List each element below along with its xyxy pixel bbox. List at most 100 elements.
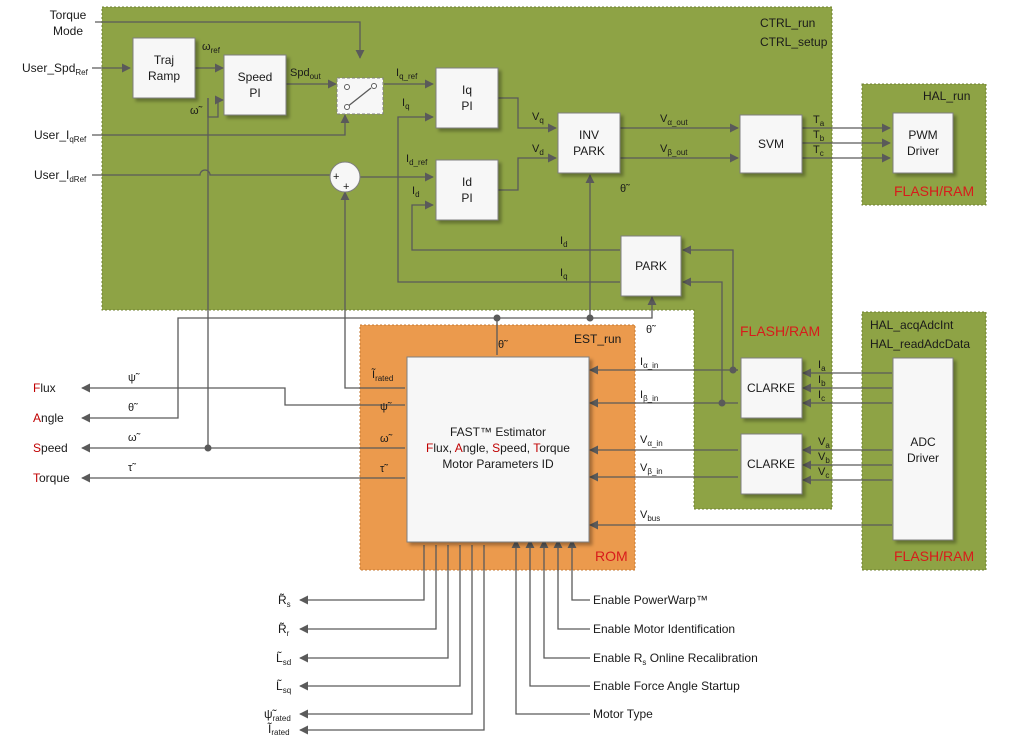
id-fb-sub: d: [415, 190, 419, 199]
i-rated-est-sub: rated: [375, 374, 393, 383]
speed-pi-block: Speed PI: [223, 54, 287, 116]
iq-ref-sub: q_ref: [399, 72, 418, 81]
vb-base: V: [818, 451, 826, 463]
vd-base: V: [532, 143, 540, 155]
ib-label: Ib: [818, 374, 826, 388]
iq-ref-label: Iq_ref: [396, 67, 418, 81]
param-rr-sub: r: [287, 629, 290, 638]
ib-base: I: [818, 374, 821, 386]
clarke-voltage-label: CLARKE: [747, 457, 795, 471]
ic-base: I: [818, 389, 821, 401]
v-beta-out-label: Vβ_out: [660, 143, 688, 157]
iq-fb-base: I: [402, 97, 405, 109]
sum-plus-bottom: +: [343, 181, 349, 193]
torque-mode-line1: Torque: [50, 8, 87, 22]
output-torque: Torque τ̃: [33, 462, 136, 485]
param-lsq: L̃sq: [276, 678, 291, 695]
vbus-sub: bus: [647, 514, 660, 523]
clarke-voltage-block: CLARKE: [740, 433, 803, 495]
i-beta-in-label: Iβ_in: [640, 389, 658, 403]
id-park-base: I: [560, 235, 563, 247]
fast-angle-rest: ngle,: [463, 441, 492, 455]
v-beta-in-label: Vβ_in: [640, 462, 663, 476]
svm-label: SVM: [758, 137, 784, 151]
v-beta-in-base: V: [640, 462, 648, 474]
va-label: Va: [818, 436, 830, 450]
va-sub: a: [825, 441, 830, 450]
v-beta-in-sub: β_in: [647, 467, 662, 476]
user-id-ref-sub: dRef: [69, 175, 87, 184]
psi-est-label: ψ̃: [380, 401, 392, 413]
output-torque-label: Torque: [33, 471, 70, 485]
tc-base: T: [813, 144, 820, 156]
param-lsd-sub: sd: [283, 658, 291, 667]
output-speed: Speed ω̃: [33, 432, 141, 455]
v-alpha-in-label: Vα_in: [640, 434, 663, 448]
tau-est-label: τ̃: [380, 463, 388, 475]
iq-fb-sub: q: [405, 102, 409, 111]
traj-ramp-line1: Traj: [154, 53, 174, 67]
tb-label: Tb: [813, 129, 825, 143]
hal-run-memory-label: FLASH/RAM: [894, 183, 974, 199]
param-i-rated-sub: rated: [271, 728, 289, 735]
iq-fb-label: Iq: [402, 97, 410, 111]
output-torque-rest: orque: [39, 471, 70, 485]
user-iq-ref-sub: qRef: [69, 135, 87, 144]
vq-label: Vq: [532, 111, 544, 125]
iq-pi-line1: Iq: [462, 83, 472, 97]
adc-line2: Driver: [907, 451, 939, 465]
param-rs: R̃s: [278, 592, 291, 609]
hal-read-label: HAL_readAdcData: [870, 337, 970, 351]
output-angle-initial: A: [33, 411, 41, 425]
i-rated-est-label: Ĩrated: [371, 368, 393, 383]
user-iq-ref-base: User_I: [34, 128, 69, 142]
id-pi-block: Id PI: [435, 159, 499, 221]
ia-base: I: [818, 359, 821, 371]
theta-est-label: θ̃: [498, 339, 508, 351]
id-ref-sub: d_ref: [409, 158, 428, 167]
tb-sub: b: [820, 134, 825, 143]
spd-out-sub: out: [310, 72, 322, 81]
v-alpha-out-sub: α_out: [667, 118, 688, 127]
svm-block: SVM: [739, 114, 803, 174]
fast-title: FAST™ Estimator: [450, 425, 546, 439]
tc-label: Tc: [813, 144, 824, 158]
param-rs-sub: s: [287, 600, 291, 609]
fast-flux-initial: F: [426, 441, 433, 455]
tb-base: T: [813, 129, 820, 141]
inv-park-block: INV PARK: [557, 112, 621, 174]
omega-ref-label: ωref: [202, 41, 221, 55]
sum-plus-left: +: [333, 171, 339, 183]
fast-speed-rest: peed,: [500, 441, 533, 455]
sum-junction: + +: [329, 161, 361, 193]
ta-sub: a: [820, 119, 825, 128]
enable-rs-post: Online Recalibration: [646, 651, 757, 665]
param-rs-base: R̃: [278, 592, 287, 607]
param-rr-base: R̃: [278, 621, 287, 636]
pwm-driver-block: PWM Driver: [892, 112, 954, 174]
ctrl-setup-label: CTRL_setup: [760, 35, 828, 49]
clarke-current-block: CLARKE: [740, 357, 803, 419]
enable-rs-recal: Enable Rs Online Recalibration: [593, 651, 758, 667]
ctrl-memory-label: FLASH/RAM: [740, 323, 820, 339]
param-psi-rated-sub: rated: [273, 714, 291, 723]
id-park-sub: d: [563, 240, 567, 249]
pwm-line2: Driver: [907, 144, 939, 158]
vc-base: V: [818, 466, 826, 478]
spd-out-label: Spdout: [290, 67, 321, 81]
ic-label: Ic: [818, 389, 825, 403]
est-memory-label: ROM: [595, 548, 628, 564]
enable-powerwarp: Enable PowerWarp™: [593, 593, 708, 607]
output-flux-symbol: ψ̃: [128, 372, 140, 384]
iq-pi-block: Iq PI: [435, 67, 499, 129]
output-speed-symbol: ω̃: [128, 432, 141, 444]
omega-ref-base: ω: [202, 41, 211, 53]
vb-sub: b: [825, 456, 830, 465]
fast-subtitle: Flux, Angle, Speed, Torque: [426, 441, 570, 455]
param-lsq-sub: sq: [283, 686, 291, 695]
output-flux-label: Flux: [33, 381, 56, 395]
hal-run-label: HAL_run: [923, 89, 970, 103]
enable-motor-id: Enable Motor Identification: [593, 622, 735, 636]
spd-out-base: Spd: [290, 67, 310, 79]
user-spd-ref-label: User_SpdRef: [22, 61, 89, 77]
